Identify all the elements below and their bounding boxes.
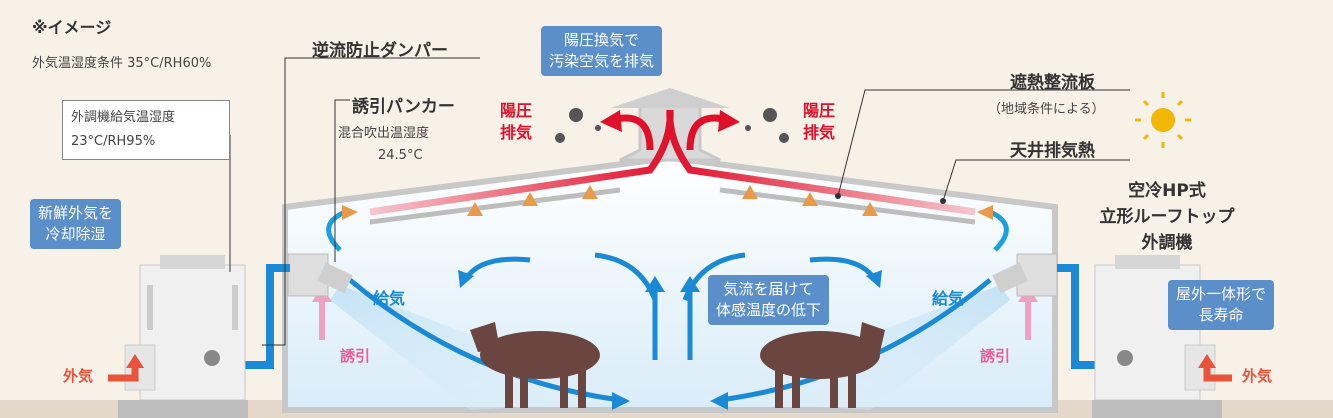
germ-icon: [555, 108, 789, 143]
heat-plates: [369, 187, 976, 225]
supply-label-right: 給気: [932, 289, 965, 308]
fresh-air-bubble: 新鮮外気を 冷却除湿: [30, 199, 122, 249]
barn-body: [282, 154, 1058, 413]
outdoor-unit-left: [118, 255, 248, 418]
ceiling-heat-label: 天井排気熱: [1010, 141, 1095, 161]
cow-icon: [470, 322, 600, 408]
outdoor-supply-box: 外調機給気温湿度 23°C/RH95%: [62, 100, 230, 160]
induction-label-left: 誘引: [340, 347, 371, 365]
region-note: （地域条件による）: [988, 102, 1105, 117]
unit-name: 空冷HP式 立形ルーフトップ 外調機: [1099, 181, 1235, 253]
punkah-label: 誘引パンカー: [352, 97, 455, 117]
positive-pressure-bubble: 陽圧換気で 汚染空気を排気: [541, 26, 663, 76]
cow-icon: [760, 322, 885, 408]
induction-label-right: 誘引: [980, 347, 1011, 365]
sun-icon: [1135, 92, 1191, 148]
outside-air-arrow-right: [1203, 366, 1232, 382]
duct-left: [245, 264, 290, 369]
mix-temp-label: 混合吹出温湿度: [338, 126, 430, 141]
damper-label: 逆流防止ダンパー: [312, 41, 448, 61]
outdoor-supply-value: 23°C/RH95%: [71, 134, 156, 149]
exhaust-right: [666, 109, 976, 216]
rising-air: [472, 198, 873, 258]
outdoor-supply-title: 外調機給気温湿度: [71, 110, 176, 125]
supply-label-left: 給気: [373, 289, 406, 308]
exhaust-label-left: 陽圧 排気: [500, 101, 533, 142]
condition-text: 外気温湿度条件 35°C/RH60%: [32, 56, 212, 71]
induction-arrows: [319, 300, 1031, 340]
longevity-bubble: 屋外一体形で 長寿命: [1168, 280, 1275, 330]
roof-vent-cap: [610, 88, 730, 108]
outside-air-label-right: 外気: [1242, 367, 1273, 385]
outside-air-label-left: 外気: [63, 367, 94, 385]
outside-air-arrow-left: [108, 366, 139, 382]
mix-temp-value: 24.5°C: [378, 148, 423, 163]
heat-plate-label: 遮熱整流板: [1010, 73, 1095, 93]
leader-lines: [262, 57, 1130, 346]
airflow-bubble: 気流を届けて 体感温度の低下: [708, 275, 830, 325]
image-note: ※イメージ: [32, 18, 112, 37]
exhaust-label-right: 陽圧 排気: [803, 101, 836, 142]
duct-right: [1057, 264, 1095, 369]
